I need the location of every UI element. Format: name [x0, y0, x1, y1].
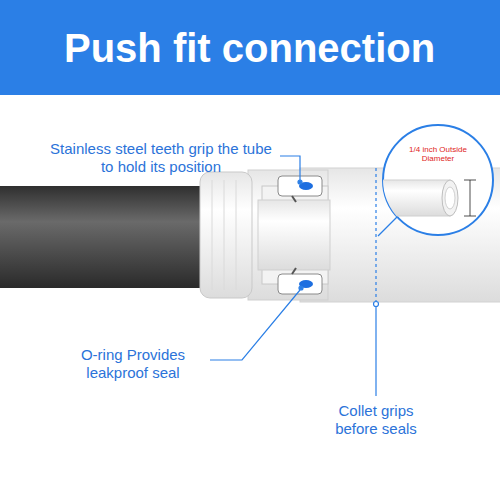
part-label: O-ring Provides leakproof seal [58, 346, 208, 382]
callout-circle [380, 125, 493, 235]
header-band-part [0, 0, 500, 95]
callout-circle-part [464, 216, 476, 217]
leader-lines-part [210, 290, 300, 360]
collet-section-part [292, 196, 296, 202]
insertion-mark-part [375, 168, 376, 302]
dark-tube [0, 186, 223, 288]
callout-circle-part-part [442, 180, 458, 216]
leader-lines-part [299, 286, 303, 290]
leader-lines-part [378, 216, 398, 236]
leader-lines-part [280, 156, 300, 180]
collet-nut-part [200, 172, 252, 298]
o-ring [299, 182, 313, 288]
part-label: Stainless steel teeth grip the tube to h… [45, 140, 277, 176]
collet-nut-part [224, 180, 225, 290]
callout-circle-part [380, 180, 458, 216]
collet-nut-part [236, 180, 237, 290]
leader-lines [210, 156, 398, 396]
fitting-body-part [258, 200, 330, 270]
collet-nut-part [212, 180, 213, 290]
collet-section-part [278, 274, 322, 294]
dimension-label: 1/4 inch Outside Diameter [402, 144, 474, 164]
collet-nut [200, 172, 252, 298]
dark-tube-part [0, 186, 223, 288]
leader-lines-part [298, 180, 302, 184]
collet-section-part [292, 268, 296, 274]
leader-lines-part [375, 306, 376, 396]
leader-lines-part [374, 302, 379, 307]
part-label: Collet grips before seals [318, 402, 434, 438]
callout-circle-part-part [380, 180, 450, 216]
collet-section [278, 176, 322, 294]
header-band [0, 0, 500, 95]
callout-circle-part-part [445, 187, 455, 209]
callout-circle-part [464, 180, 476, 181]
page-title: Push fit connection [64, 26, 435, 70]
fitting-body [248, 170, 330, 300]
insertion-mark [376, 168, 377, 302]
callout-circle-part [470, 180, 471, 216]
